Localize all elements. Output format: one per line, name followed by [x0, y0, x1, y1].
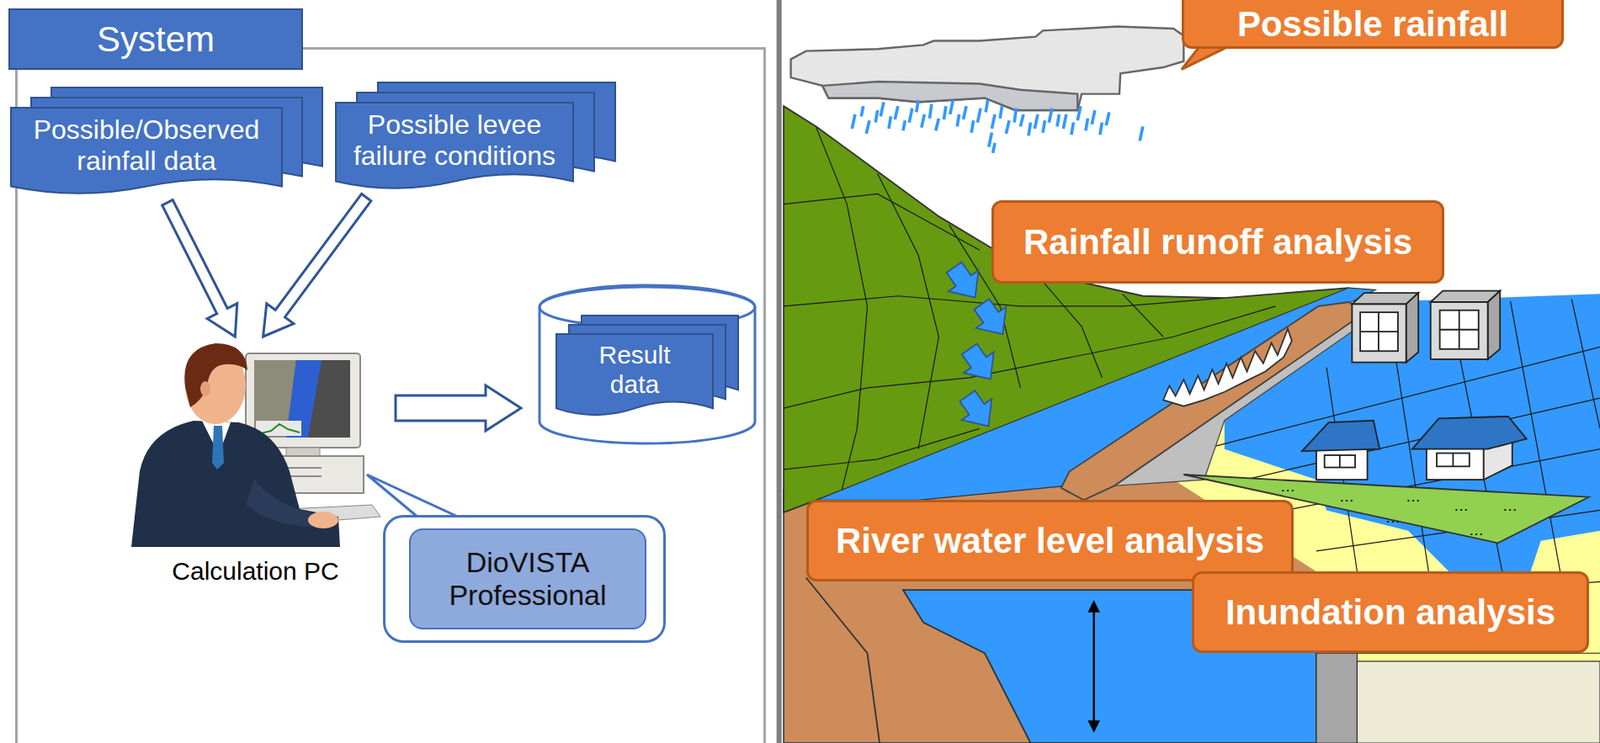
mesh-line [1122, 293, 1164, 337]
block-arrow [395, 385, 521, 431]
computer-operator: Calculation PC [127, 336, 383, 598]
figure-label: Calculation PC [171, 557, 339, 585]
window-bar [1339, 455, 1341, 468]
panel-tab: System [8, 8, 303, 70]
document-label: Possible levee failure conditions [345, 109, 564, 172]
document-label: Possible/Observed rainfall data [20, 114, 273, 177]
building [1351, 292, 1419, 362]
building-side [1406, 292, 1420, 362]
building [1430, 291, 1500, 360]
document-face: Possible/Observed rainfall data [10, 106, 283, 185]
cylinder-body [539, 285, 755, 444]
hair [184, 343, 248, 408]
screen [254, 360, 351, 438]
house-window [1436, 453, 1470, 468]
house-wall [1426, 445, 1484, 480]
system-panel: SystemPossible/Observed rainfall dataPos… [15, 47, 766, 743]
operator-figure [127, 336, 383, 548]
ear [200, 381, 211, 397]
panel-separator [776, 0, 782, 743]
ellipsis-mark: … [1339, 489, 1355, 505]
window-bar [1440, 329, 1479, 331]
dry-ground [1356, 661, 1600, 743]
mesh-line [783, 193, 980, 250]
document-sheet [556, 334, 713, 415]
depth-arrowhead [1087, 720, 1101, 734]
window-bar [1452, 453, 1455, 468]
building-side [1488, 291, 1501, 360]
building-window [1360, 312, 1399, 351]
levee-breach [1163, 329, 1292, 407]
block-arrow [162, 200, 238, 337]
analysis-label: River water level analysis [835, 520, 1265, 562]
figure-caption: Calculation PC [127, 557, 383, 586]
cloud [791, 26, 1185, 111]
grid-line [1571, 297, 1600, 429]
tie [212, 425, 224, 470]
analysis-callout: River water level analysis [806, 499, 1294, 582]
ellipsis-mark: … [1385, 510, 1401, 526]
document-label: Result data [584, 340, 686, 399]
ellipsis-mark: … [1453, 498, 1469, 514]
mesh-line [877, 173, 940, 449]
window-bar [1360, 330, 1399, 333]
analysis-label: Possible rainfall [1237, 4, 1509, 45]
software-callout: DioVISTA Professional [382, 515, 666, 644]
ellipsis-mark: … [1468, 522, 1484, 538]
house-wall [1316, 446, 1368, 480]
mesh-line [783, 296, 1225, 307]
analysis-label: Rainfall runoff analysis [1023, 222, 1413, 263]
cloud-shadow [822, 81, 1078, 111]
house-window [1324, 455, 1356, 468]
document-sheet [10, 107, 282, 194]
rain [851, 100, 1143, 154]
depth-arrowhead [1087, 600, 1101, 613]
grid-line [1244, 398, 1600, 480]
ground-line [806, 578, 880, 743]
house-roof [1412, 416, 1527, 450]
ellipsis-mark: … [1280, 478, 1296, 495]
monitor-stand [286, 447, 320, 457]
analysis-callout: Inundation analysis [1191, 571, 1590, 654]
runoff-arrow [951, 385, 1004, 437]
body [131, 420, 341, 548]
document-face: Possible levee failure conditions [334, 101, 575, 180]
building-front [1430, 302, 1489, 360]
building-window [1440, 310, 1479, 350]
ellipsis-mark: … [1502, 498, 1518, 514]
river-water [816, 287, 1376, 500]
analysis-callout: Rainfall runoff analysis [991, 200, 1445, 284]
software-name: DioVISTA Professional [426, 546, 629, 612]
sleeve [245, 479, 315, 527]
database-cylinder: Result data [537, 285, 757, 446]
runoff-arrow [954, 338, 1006, 390]
mesh-line [816, 127, 868, 511]
panel-heading: System [96, 19, 215, 60]
block-arrow [263, 193, 372, 337]
ellipsis-mark: … [1405, 489, 1421, 505]
document-sheet [335, 102, 574, 189]
screen-chart-line [257, 424, 300, 435]
software-box: DioVISTA Professional [409, 528, 647, 630]
analysis-label: Inundation analysis [1225, 592, 1556, 633]
mesh-line [1030, 267, 1102, 378]
runoff-arrow [966, 293, 1018, 346]
road [1316, 653, 1357, 743]
document-stack: Possible levee failure conditions [334, 81, 617, 197]
runoff-arrow [939, 256, 991, 309]
document-stack: Possible/Observed rainfall data [10, 86, 324, 202]
house [1302, 420, 1380, 480]
depth-arrow [1092, 605, 1095, 727]
house [1412, 416, 1527, 480]
callout-tail [366, 474, 460, 518]
hand [308, 511, 339, 529]
building-front [1351, 303, 1406, 362]
analysis-callout: Possible rainfall [1181, 0, 1564, 49]
document-face: Result data [556, 334, 713, 406]
house-roof [1302, 420, 1380, 452]
